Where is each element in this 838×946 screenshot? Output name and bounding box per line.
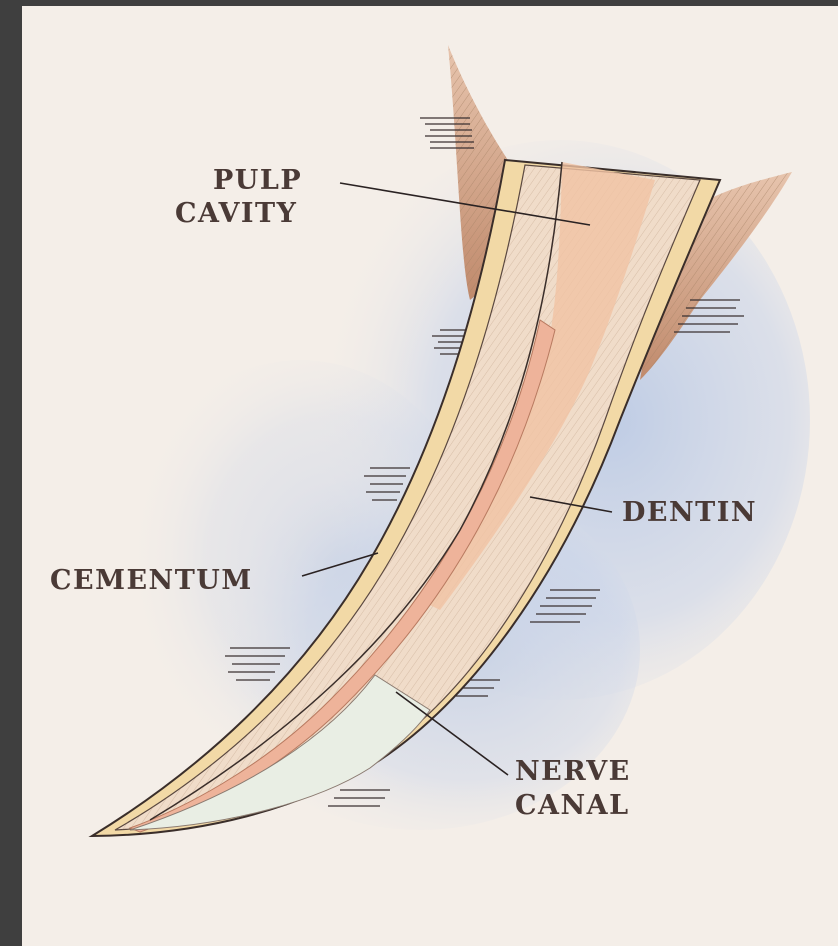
pulp-cavity-label-line1: PULP: [213, 165, 302, 196]
cementum-label: CEMENTUM: [50, 565, 253, 596]
dentin-label: DENTIN: [622, 497, 757, 528]
nerve-canal-label-line1: NERVE: [515, 756, 631, 787]
nerve-canal-label-line2: CANAL: [515, 790, 630, 821]
pulp-cavity-label-line2: CAVITY: [175, 198, 297, 229]
